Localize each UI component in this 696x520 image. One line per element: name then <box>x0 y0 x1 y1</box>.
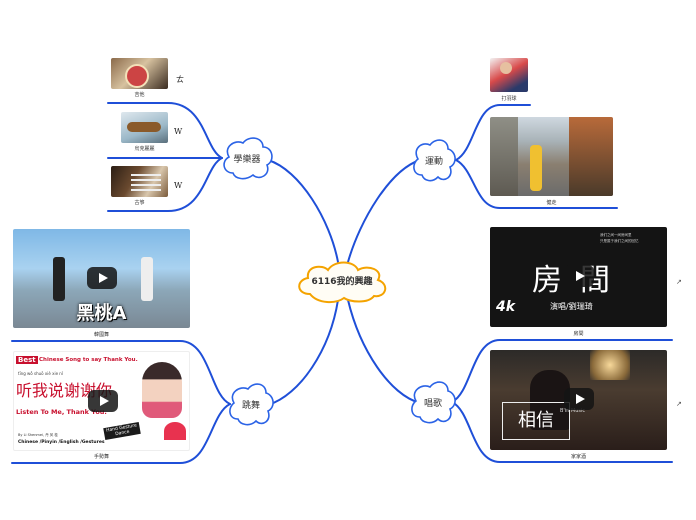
room-small2: 只是属于我们之间的回忆 <box>600 239 639 243</box>
external-link-icon[interactable]: ↗ <box>676 400 682 408</box>
branch-sports-label: 運動 <box>424 157 443 167</box>
play-icon[interactable] <box>88 390 118 412</box>
guzheng-note: W <box>174 181 183 190</box>
play-icon[interactable] <box>87 267 117 289</box>
kpop-caption: 韓國舞 <box>93 332 109 338</box>
sign-english: Listen To Me, Thank You. <box>16 408 107 416</box>
ukulele-caption: 烏克麗麗 <box>134 146 155 152</box>
walking-caption: 健走 <box>546 200 557 206</box>
sign-dance-caption: 手勢舞 <box>93 454 109 460</box>
singer-figure <box>530 370 570 430</box>
street-building-left <box>490 117 518 196</box>
play-icon[interactable] <box>564 265 594 287</box>
central-topic-label: 6116我的興趣 <box>311 277 373 287</box>
guitar-image[interactable] <box>111 58 168 89</box>
play-icon[interactable] <box>564 388 594 410</box>
kpop-video[interactable]: 黑桃A <box>13 229 190 328</box>
walking-image[interactable] <box>490 117 613 196</box>
central-topic[interactable]: 6116我的興趣 <box>292 258 392 304</box>
home-caption: 家家酒 <box>570 454 586 460</box>
badminton-image[interactable] <box>490 58 528 92</box>
branch-singing[interactable]: 唱歌 <box>410 379 456 425</box>
ukulele-image[interactable] <box>121 112 168 143</box>
branch-instruments[interactable]: 學樂器 <box>221 135 273 181</box>
dancer-1 <box>53 257 65 301</box>
guitar-note: ㄊ <box>176 75 184 84</box>
kpop-thumb-text: 黑桃A <box>76 303 127 324</box>
home-brand: B'in Music <box>560 408 586 414</box>
branch-dance-label: 跳舞 <box>241 401 260 411</box>
street-building-right <box>569 117 613 196</box>
sign-by: By Li Shenmei, 丹 凤 桂 <box>18 433 58 437</box>
walker-figure <box>530 145 542 191</box>
room-small1: 我们之间一间房间里 <box>600 233 632 237</box>
sign-line1: Chinese Song to say Thank You. <box>39 357 138 363</box>
cloud-shape <box>411 381 456 424</box>
home-video[interactable]: B'in Music 相信 <box>490 350 667 450</box>
cloud-shape <box>298 261 387 304</box>
sign-langs: Chinese /Pinyin /English /Gestures <box>18 440 105 445</box>
gesture-badge: Hand Gesture Dance <box>103 421 141 441</box>
guitar-caption: 吉他 <box>134 92 145 98</box>
guzheng-image[interactable] <box>111 166 168 197</box>
player-head <box>500 62 512 74</box>
branch-sports[interactable]: 運動 <box>412 137 456 183</box>
badminton-caption: 打羽球 <box>501 96 517 102</box>
cloud-shape <box>229 383 274 426</box>
home-big: 相信 <box>502 402 570 440</box>
dancer-2 <box>141 257 153 301</box>
guzheng-caption: 古箏 <box>134 200 145 206</box>
branch-singing-label: 唱歌 <box>423 399 442 409</box>
cartoon-girl <box>142 362 182 418</box>
heart-icon <box>164 422 186 440</box>
ukulele-shape <box>127 122 161 132</box>
branch-dance[interactable]: 跳舞 <box>228 381 274 427</box>
cloud-shape <box>413 139 456 182</box>
ukulele-note: W <box>174 127 183 136</box>
guitar-body-shape <box>125 64 149 88</box>
room-video[interactable]: 我们之间一间房间里 只是属于我们之间的回忆 房間 演唱/劉瑞琦 4k <box>490 227 667 327</box>
lamp-light <box>590 350 630 380</box>
sign-pinyin: tīng wǒ shuō xiè xie nǐ <box>18 371 63 376</box>
cloud-shape <box>223 137 273 180</box>
room-logo: 4k <box>496 299 516 315</box>
sign-dance-video[interactable]: Best Chinese Song to say Thank You. tīng… <box>13 351 190 451</box>
room-caption: 房間 <box>573 331 584 337</box>
room-sub: 演唱/劉瑞琦 <box>550 302 593 311</box>
best-badge: Best <box>16 356 38 364</box>
external-link-icon[interactable]: ↗ <box>676 278 682 286</box>
branch-instruments-label: 學樂器 <box>233 155 261 165</box>
guzheng-strings <box>131 174 161 176</box>
